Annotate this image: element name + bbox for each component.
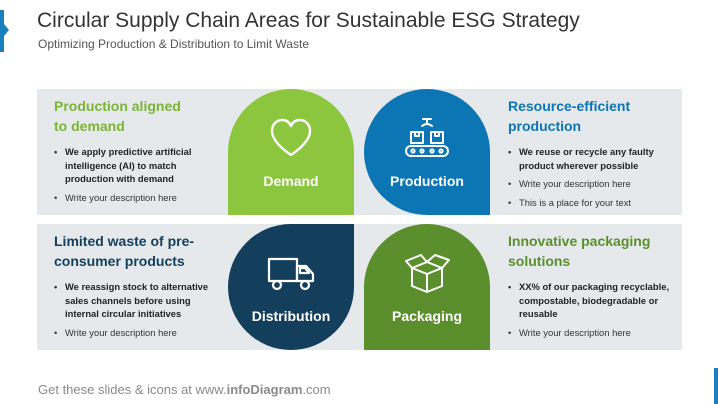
- heading-line-1: Limited waste of pre-: [54, 233, 195, 249]
- bullet-list: We reuse or recycle any faulty product w…: [508, 145, 674, 209]
- panel-heading: Limited waste of pre- consumer products: [54, 231, 220, 271]
- panel-heading: Innovative packaging solutions: [508, 231, 674, 271]
- resource-efficient-panel: Resource-efficient production We reuse o…: [508, 96, 674, 214]
- demand-label: Demand: [263, 173, 319, 189]
- heading-line-2: solutions: [508, 253, 571, 269]
- innovative-packaging-panel: Innovative packaging solutions XX% of ou…: [508, 231, 674, 344]
- distribution-label: Distribution: [251, 308, 331, 324]
- list-item: We reuse or recycle any faulty product w…: [508, 145, 674, 172]
- open-box-icon: [405, 254, 450, 293]
- delivery-truck-icon: [267, 257, 315, 291]
- bullet-list: We reassign stock to alternative sales c…: [54, 280, 220, 339]
- bullet-list: We apply predictive artificial intellige…: [54, 145, 220, 204]
- packaging-block: Packaging: [364, 224, 490, 350]
- panel-heading: Resource-efficient production: [508, 96, 674, 136]
- list-item: Write your description here: [508, 177, 674, 191]
- list-item: Write your description here: [54, 326, 220, 340]
- heading-line-2: consumer products: [54, 253, 185, 269]
- left-edge-tab: [0, 10, 9, 52]
- list-item: We apply predictive artificial intellige…: [54, 145, 220, 186]
- heading-line-1: Innovative packaging: [508, 233, 651, 249]
- list-item: This is a place for your text: [508, 196, 674, 210]
- packaging-label: Packaging: [391, 308, 463, 324]
- demand-block: Demand: [228, 89, 354, 215]
- footer-suffix: .com: [302, 382, 331, 397]
- production-label: Production: [390, 173, 464, 189]
- heading-line-2: production: [508, 118, 582, 134]
- list-item: XX% of our packaging recyclable, compost…: [508, 280, 674, 321]
- heading-line-2: to demand: [54, 118, 125, 134]
- footer-credit[interactable]: Get these slides & icons at www.infoDiag…: [38, 382, 331, 397]
- list-item: We reassign stock to alternative sales c…: [54, 280, 220, 321]
- page-subtitle: Optimizing Production & Distribution to …: [38, 37, 309, 51]
- footer-brand: infoDiagram: [226, 382, 303, 397]
- heading-line-1: Resource-efficient: [508, 98, 631, 114]
- panel-heading: Production aligned to demand: [54, 96, 220, 136]
- production-block: Production: [364, 89, 490, 215]
- distribution-block: Distribution: [228, 224, 354, 350]
- bullet-list: XX% of our packaging recyclable, compost…: [508, 280, 674, 339]
- footer-prefix: Get these slides & icons at www.: [38, 382, 227, 397]
- heading-line-1: Production aligned: [54, 98, 181, 114]
- limited-waste-panel: Limited waste of pre- consumer products …: [54, 231, 220, 344]
- production-aligned-panel: Production aligned to demand We apply pr…: [54, 96, 220, 209]
- list-item: Write your description here: [508, 326, 674, 340]
- heart-icon: [270, 118, 312, 157]
- list-item: Write your description here: [54, 191, 220, 205]
- conveyor-belt-icon: [405, 118, 449, 157]
- right-edge-tab: [714, 368, 718, 404]
- page-title: Circular Supply Chain Areas for Sustaina…: [37, 9, 580, 32]
